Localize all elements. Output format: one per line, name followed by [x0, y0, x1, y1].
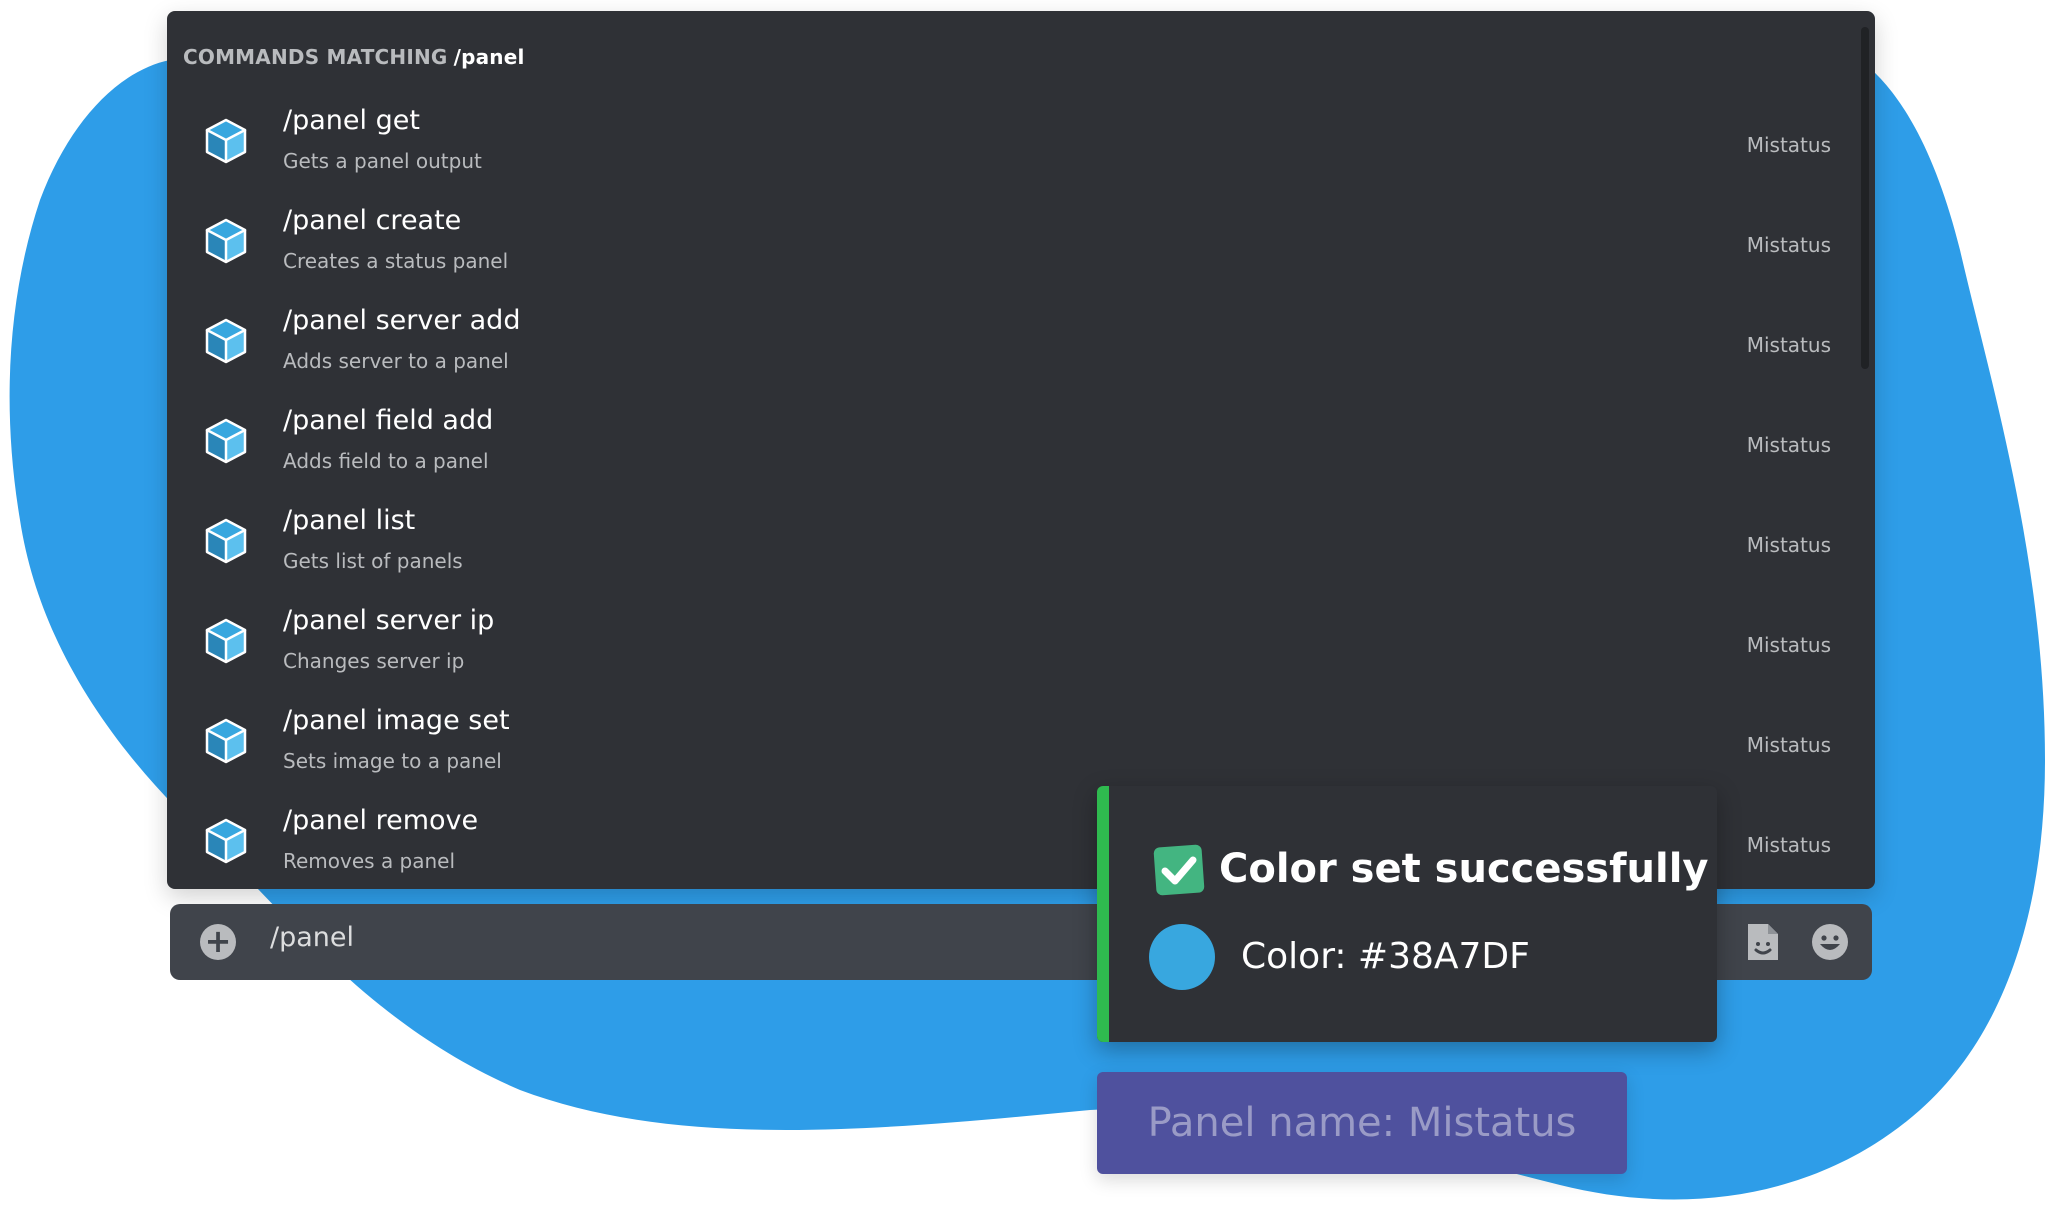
- command-description: Adds field to a panel: [283, 449, 489, 473]
- command-description: Gets list of panels: [283, 549, 463, 573]
- panel-name-button[interactable]: Panel name: Mistatus: [1097, 1072, 1627, 1174]
- command-owner: Mistatus: [1746, 833, 1831, 857]
- cube-icon: [203, 717, 249, 765]
- command-name: /panel field add: [283, 405, 494, 436]
- embed-title: Color set successfully: [1219, 846, 1709, 892]
- plus-icon[interactable]: +: [200, 924, 236, 960]
- command-name: /panel get: [283, 105, 420, 136]
- cube-icon: [203, 617, 249, 665]
- check-icon: [1153, 844, 1205, 896]
- command-owner: Mistatus: [1746, 633, 1831, 657]
- command-owner: Mistatus: [1746, 333, 1831, 357]
- command-description: Creates a status panel: [283, 249, 509, 273]
- command-row[interactable]: /panel image set Sets image to a panel M…: [167, 695, 1875, 795]
- command-owner: Mistatus: [1746, 133, 1831, 157]
- panel-name-label: Panel name: Mistatus: [1147, 1100, 1577, 1146]
- command-owner: Mistatus: [1746, 733, 1831, 757]
- command-row[interactable]: /panel list Gets list of panels Mistatus: [167, 495, 1875, 595]
- cube-icon: [203, 217, 249, 265]
- header-prefix: COMMANDS MATCHING: [183, 45, 448, 69]
- command-autocomplete-popup: COMMANDS MATCHING/panel /panel get Gets …: [167, 11, 1875, 889]
- emoji-icon[interactable]: [1810, 922, 1850, 962]
- success-embed: Color set successfully Color: #38A7DF: [1097, 786, 1717, 1042]
- command-row[interactable]: /panel server add Adds server to a panel…: [167, 295, 1875, 395]
- command-description: Changes server ip: [283, 649, 465, 673]
- popup-header: COMMANDS MATCHING/panel: [183, 45, 525, 69]
- command-description: Gets a panel output: [283, 149, 482, 173]
- command-name: /panel image set: [283, 705, 510, 736]
- command-row[interactable]: /panel create Creates a status panel Mis…: [167, 195, 1875, 295]
- message-input[interactable]: /panel: [270, 922, 355, 953]
- command-name: /panel create: [283, 205, 462, 236]
- file-icon[interactable]: [1744, 922, 1782, 962]
- scrollbar[interactable]: [1861, 27, 1869, 369]
- command-name: /panel server add: [283, 305, 521, 336]
- cube-icon: [203, 417, 249, 465]
- command-owner: Mistatus: [1746, 233, 1831, 257]
- command-name: /panel list: [283, 505, 416, 536]
- command-row[interactable]: /panel field add Adds field to a panel M…: [167, 395, 1875, 495]
- command-name: /panel remove: [283, 805, 479, 836]
- command-row[interactable]: /panel get Gets a panel output Mistatus: [167, 95, 1875, 195]
- cube-icon: [203, 317, 249, 365]
- command-description: Sets image to a panel: [283, 749, 502, 773]
- command-owner: Mistatus: [1746, 433, 1831, 457]
- cube-icon: [203, 117, 249, 165]
- cube-icon: [203, 817, 249, 865]
- command-list: /panel get Gets a panel output Mistatus …: [167, 95, 1875, 889]
- command-row[interactable]: /panel server ip Changes server ip Mista…: [167, 595, 1875, 695]
- cube-icon: [203, 517, 249, 565]
- command-row[interactable]: /panel remove Removes a panel Mistatus: [167, 795, 1875, 889]
- command-name: /panel server ip: [283, 605, 495, 636]
- command-description: Removes a panel: [283, 849, 456, 873]
- embed-field-color: Color: #38A7DF: [1241, 936, 1530, 977]
- header-query: /panel: [453, 45, 525, 69]
- command-owner: Mistatus: [1746, 533, 1831, 557]
- embed-color-bar: [1097, 786, 1109, 1042]
- color-swatch: [1149, 924, 1215, 990]
- command-description: Adds server to a panel: [283, 349, 509, 373]
